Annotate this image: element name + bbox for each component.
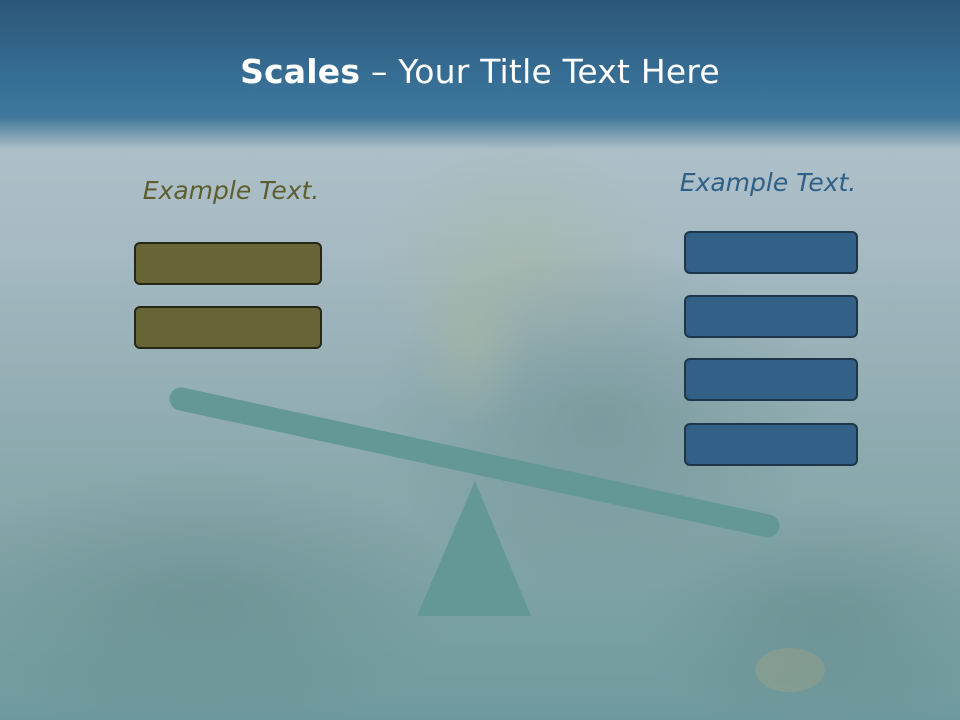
right-weight-box-4 xyxy=(684,423,858,466)
title-band xyxy=(0,0,960,150)
right-weight-box-3 xyxy=(684,358,858,401)
fulcrum-triangle xyxy=(417,481,531,616)
left-weight-box-2 xyxy=(134,306,322,349)
left-caption: Example Text. xyxy=(142,176,320,205)
title-rest: – Your Title Text Here xyxy=(360,52,720,91)
right-weight-box-1 xyxy=(684,231,858,274)
slide-title: Scales – Your Title Text Here xyxy=(0,52,960,91)
right-weight-box-2 xyxy=(684,295,858,338)
right-caption: Example Text. xyxy=(679,168,857,197)
title-bold: Scales xyxy=(240,52,361,91)
seesaw-beam xyxy=(169,387,780,538)
left-weight-box-1 xyxy=(134,242,322,285)
